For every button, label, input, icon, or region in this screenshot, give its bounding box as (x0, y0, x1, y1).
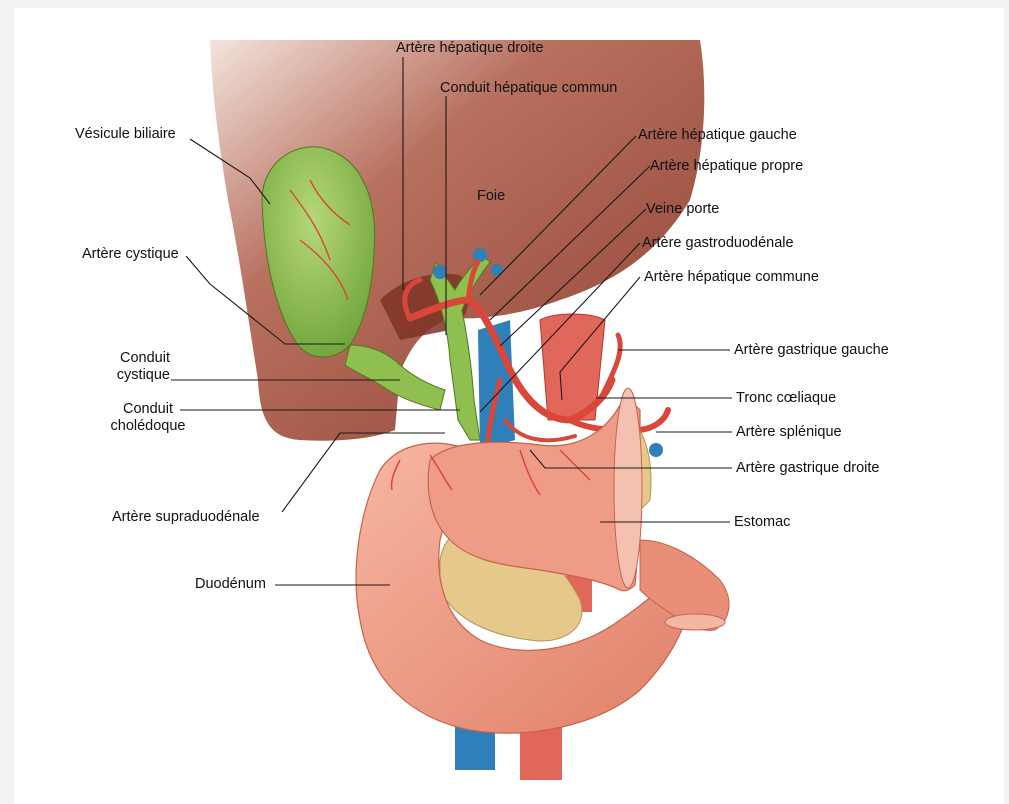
label-artere-gastroduodenale: Artère gastroduodénale (642, 235, 794, 252)
label-artere-gastrique-droite: Artère gastrique droite (736, 460, 879, 477)
label-artere-gastrique-gauche: Artère gastrique gauche (734, 342, 889, 359)
label-vesicule-biliaire: Vésicule biliaire (75, 126, 176, 143)
label-artere-hepatique-gauche: Artère hépatique gauche (638, 127, 797, 144)
label-estomac: Estomac (734, 514, 790, 531)
label-tronc-coeliaque: Tronc cœliaque (736, 390, 836, 407)
label-conduit-hepatique-commun: Conduit hépatique commun (440, 80, 617, 97)
label-conduit-choledoque-line1: Conduit (108, 401, 188, 418)
label-artere-hepatique-commune: Artère hépatique commune (644, 269, 819, 286)
label-artere-supraduodenale: Artère supraduodénale (112, 509, 260, 526)
label-conduit-choledoque: Conduit cholédoque (108, 401, 188, 435)
label-conduit-cystique-line2: cystique (100, 367, 170, 384)
label-artere-cystique: Artère cystique (82, 246, 179, 263)
label-conduit-cystique-line1: Conduit (100, 350, 170, 367)
label-artere-hepatique-droite: Artère hépatique droite (396, 40, 544, 57)
label-artere-hepatique-propre: Artère hépatique propre (650, 158, 803, 175)
label-duodenum: Duodénum (195, 576, 266, 593)
label-conduit-cystique: Conduit cystique (100, 350, 170, 384)
label-foie: Foie (477, 188, 505, 205)
label-veine-porte: Veine porte (646, 201, 719, 218)
label-artere-splenique: Artère splénique (736, 424, 842, 441)
label-conduit-choledoque-line2: cholédoque (108, 418, 188, 435)
